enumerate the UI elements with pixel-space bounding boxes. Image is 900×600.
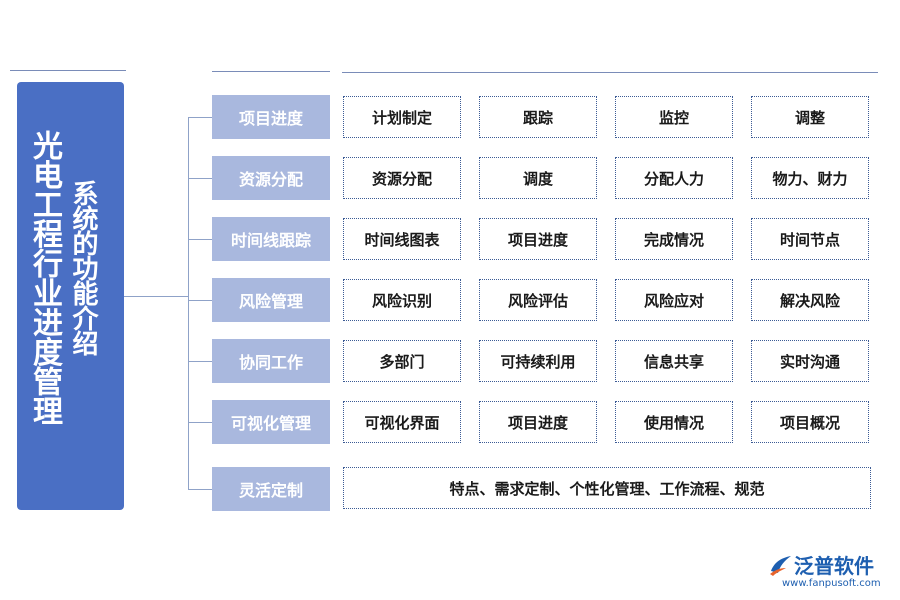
category-box: 风险管理 [212,278,330,322]
feature-cell: 实时沟通 [751,340,869,382]
brand-name: 泛普软件 [794,554,874,578]
feature-cell: 分配人力 [615,157,733,199]
connector-tick [188,239,212,240]
feature-cell: 可视化界面 [343,401,461,443]
category-box: 协同工作 [212,339,330,383]
connector-horizontal [124,296,188,297]
feature-cell: 多部门 [343,340,461,382]
feature-cell: 跟踪 [479,96,597,138]
feature-cell: 调整 [751,96,869,138]
feature-cell: 资源分配 [343,157,461,199]
connector-tick [188,300,212,301]
feature-cell: 使用情况 [615,401,733,443]
connector-tick [188,178,212,179]
connector-tick [188,117,212,118]
feature-cell: 项目进度 [479,218,597,260]
diagram-subtitle: 系统的功能介绍 [68,180,98,355]
top-divider-right [342,72,878,73]
top-divider-left [10,70,126,71]
feature-cell: 风险应对 [615,279,733,321]
feature-cell: 物力、财力 [751,157,869,199]
category-box: 灵活定制 [212,467,330,511]
category-box: 项目进度 [212,95,330,139]
diagram-title: 光电工程行业进度管理 [27,130,62,425]
feature-cell: 计划制定 [343,96,461,138]
category-box: 时间线跟踪 [212,217,330,261]
connector-tick [188,489,212,490]
brand-url: www.fanpusoft.com [782,578,881,589]
feature-cell: 解决风险 [751,279,869,321]
title-panel [17,82,124,510]
connector-vertical [188,117,189,490]
feature-cell: 可持续利用 [479,340,597,382]
feature-cell: 完成情况 [615,218,733,260]
category-box: 资源分配 [212,156,330,200]
feature-cell: 监控 [615,96,733,138]
connector-tick [188,422,212,423]
feature-cell: 信息共享 [615,340,733,382]
connector-tick [188,361,212,362]
feature-cell: 时间线图表 [343,218,461,260]
category-box: 可视化管理 [212,400,330,444]
feature-cell: 项目概况 [751,401,869,443]
feature-cell-wide: 特点、需求定制、个性化管理、工作流程、规范 [343,467,871,509]
top-divider-middle [212,71,330,72]
feature-cell: 风险评估 [479,279,597,321]
fanpu-logo-icon [770,556,791,576]
feature-cell: 时间节点 [751,218,869,260]
feature-cell: 风险识别 [343,279,461,321]
feature-cell: 调度 [479,157,597,199]
feature-cell: 项目进度 [479,401,597,443]
